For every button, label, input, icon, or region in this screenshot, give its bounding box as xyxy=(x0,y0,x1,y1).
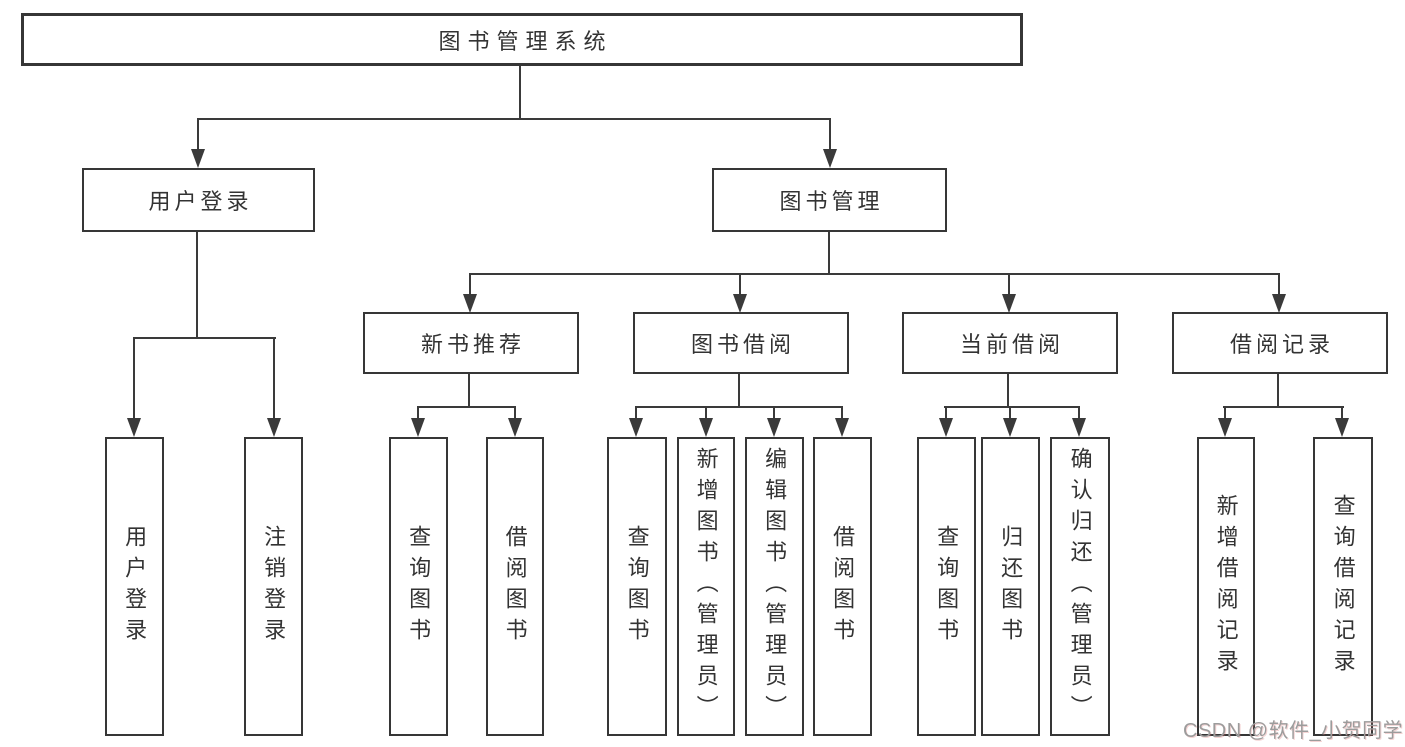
leaf-query-books-3: 查询图书 xyxy=(917,437,976,736)
leaf-add-borrow-record: 新增借阅记录 xyxy=(1197,437,1255,736)
leaf-edit-book-admin: 编辑图书（管理员） xyxy=(745,437,804,736)
leaf-logout-label: 注销登录 xyxy=(261,524,287,649)
leaf-query-books-1: 查询图书 xyxy=(389,437,448,736)
arrow-down-icon xyxy=(629,418,643,437)
arrow-down-icon xyxy=(939,418,953,437)
connector-rail xyxy=(417,406,516,408)
connector-rail xyxy=(197,118,830,120)
connector-drop xyxy=(1278,273,1280,301)
connector-drop xyxy=(1008,273,1010,301)
arrow-down-icon xyxy=(823,149,837,168)
connector-drop xyxy=(841,406,843,425)
leaf-confirm-return-admin-label: 确认归还（管理员） xyxy=(1067,447,1093,726)
node-book-borrowing-label: 图书借阅 xyxy=(690,332,795,357)
connector-drop xyxy=(469,273,471,301)
leaf-confirm-return-admin: 确认归还（管理员） xyxy=(1050,437,1110,736)
connector-spine xyxy=(738,374,740,406)
arrow-down-icon xyxy=(1272,294,1286,313)
connector-drop xyxy=(273,337,275,425)
node-current-borrowing: 当前借阅 xyxy=(902,312,1118,374)
connector-rail xyxy=(133,337,276,339)
leaf-add-book-admin: 新增图书（管理员） xyxy=(677,437,735,736)
leaf-borrow-books-2-label: 借阅图书 xyxy=(830,524,856,649)
connector-drop xyxy=(133,337,135,425)
connector-spine xyxy=(196,232,198,337)
connector-drop xyxy=(1341,406,1343,425)
connector-spine xyxy=(468,374,470,406)
leaf-return-book-label: 归还图书 xyxy=(998,524,1024,649)
leaf-query-borrow-record-label: 查询借阅记录 xyxy=(1330,493,1356,680)
arrow-down-icon xyxy=(835,418,849,437)
node-book-management-label: 图书管理 xyxy=(779,189,884,214)
leaf-user-login-label: 用户登录 xyxy=(122,524,148,649)
node-user-login-label: 用户登录 xyxy=(148,189,253,214)
arrow-down-icon xyxy=(191,149,205,168)
arrow-down-icon xyxy=(699,418,713,437)
connector-rail xyxy=(1223,406,1344,408)
leaf-edit-book-admin-label: 编辑图书（管理员） xyxy=(762,447,788,726)
node-book-borrowing: 图书借阅 xyxy=(633,312,849,374)
leaf-borrow-books-1: 借阅图书 xyxy=(486,437,544,736)
connector-drop xyxy=(739,273,741,301)
connector-drop xyxy=(197,118,199,156)
arrow-down-icon xyxy=(1072,418,1086,437)
connector-drop xyxy=(417,406,419,425)
leaf-add-book-admin-label: 新增图书（管理员） xyxy=(693,447,719,726)
connector-rail xyxy=(944,406,1080,408)
leaf-query-books-2: 查询图书 xyxy=(607,437,667,736)
connector-drop xyxy=(829,118,831,156)
node-borrowing-records: 借阅记录 xyxy=(1172,312,1388,374)
arrow-down-icon xyxy=(1335,418,1349,437)
watermark: CSDN @软件_小贺同学 xyxy=(1183,720,1404,742)
node-root-label: 图书管理系统 xyxy=(438,28,613,54)
leaf-borrow-books-1-label: 借阅图书 xyxy=(502,524,528,649)
node-new-book-recommend-label: 新书推荐 xyxy=(420,332,525,357)
leaf-return-book: 归还图书 xyxy=(981,437,1040,736)
arrow-down-icon xyxy=(733,294,747,313)
leaf-logout: 注销登录 xyxy=(244,437,303,736)
connector-drop xyxy=(945,406,947,425)
arrow-down-icon xyxy=(1218,418,1232,437)
connector-spine xyxy=(519,66,521,118)
node-new-book-recommend: 新书推荐 xyxy=(363,312,579,374)
node-user-login: 用户登录 xyxy=(82,168,315,232)
arrow-down-icon xyxy=(463,294,477,313)
node-current-borrowing-label: 当前借阅 xyxy=(959,332,1064,357)
leaf-query-borrow-record: 查询借阅记录 xyxy=(1313,437,1373,736)
connector-spine xyxy=(1277,374,1279,406)
arrow-down-icon xyxy=(508,418,522,437)
leaf-borrow-books-2: 借阅图书 xyxy=(813,437,872,736)
connector-drop xyxy=(1078,406,1080,425)
connector-drop xyxy=(1009,406,1011,425)
leaf-add-borrow-record-label: 新增借阅记录 xyxy=(1213,493,1239,680)
arrow-down-icon xyxy=(1003,418,1017,437)
connector-drop xyxy=(773,406,775,425)
connector-spine xyxy=(828,232,830,273)
arrow-down-icon xyxy=(1002,294,1016,313)
leaf-query-books-3-label: 查询图书 xyxy=(934,524,960,649)
arrow-down-icon xyxy=(267,418,281,437)
connector-drop xyxy=(514,406,516,425)
leaf-user-login: 用户登录 xyxy=(105,437,164,736)
arrow-down-icon xyxy=(767,418,781,437)
connector-drop xyxy=(635,406,637,425)
node-borrowing-records-label: 借阅记录 xyxy=(1229,332,1334,357)
connector-drop xyxy=(705,406,707,425)
node-book-management: 图书管理 xyxy=(712,168,947,232)
connector-rail xyxy=(635,406,843,408)
node-root: 图书管理系统 xyxy=(21,13,1023,66)
arrow-down-icon xyxy=(127,418,141,437)
leaf-query-books-1-label: 查询图书 xyxy=(406,524,432,649)
arrow-down-icon xyxy=(411,418,425,437)
connector-rail xyxy=(469,273,1280,275)
connector-drop xyxy=(1224,406,1226,425)
connector-spine xyxy=(1007,374,1009,406)
leaf-query-books-2-label: 查询图书 xyxy=(624,524,650,649)
